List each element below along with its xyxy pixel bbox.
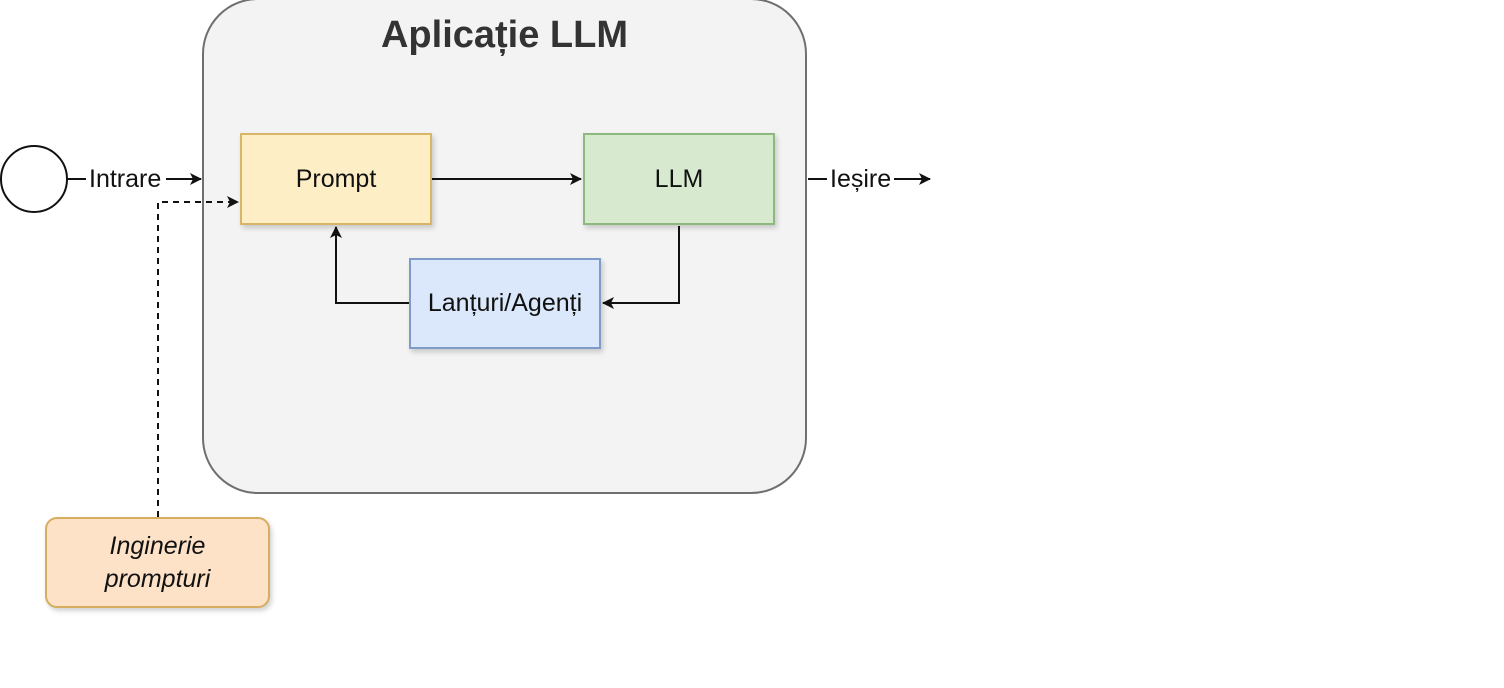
llm-node: LLM (583, 133, 775, 225)
output-label: Ieșire (829, 165, 893, 194)
llm-application-container (202, 0, 807, 494)
prompt-engineering-label-line1: Inginerie (109, 531, 206, 560)
input-label: Intrare (88, 165, 163, 194)
prompt-node: Prompt (240, 133, 432, 225)
chains-to-prompt-arrow (330, 226, 409, 304)
prompt-engineering-node: Inginerie prompturi (45, 517, 270, 608)
application-title: Aplicație LLM (380, 14, 629, 56)
prompt-node-label: Prompt (295, 164, 377, 193)
llm-node-label: LLM (654, 164, 704, 193)
engineering-to-prompt-dashed-arrow (157, 196, 239, 517)
prompt-engineering-label-line2: prompturi (104, 564, 211, 593)
llm-to-chains-arrow (602, 226, 680, 309)
start-node-circle (0, 145, 68, 213)
chains-agents-node: Lanțuri/Agenți (409, 258, 601, 349)
chains-agents-node-label: Lanțuri/Agenți (427, 289, 583, 317)
